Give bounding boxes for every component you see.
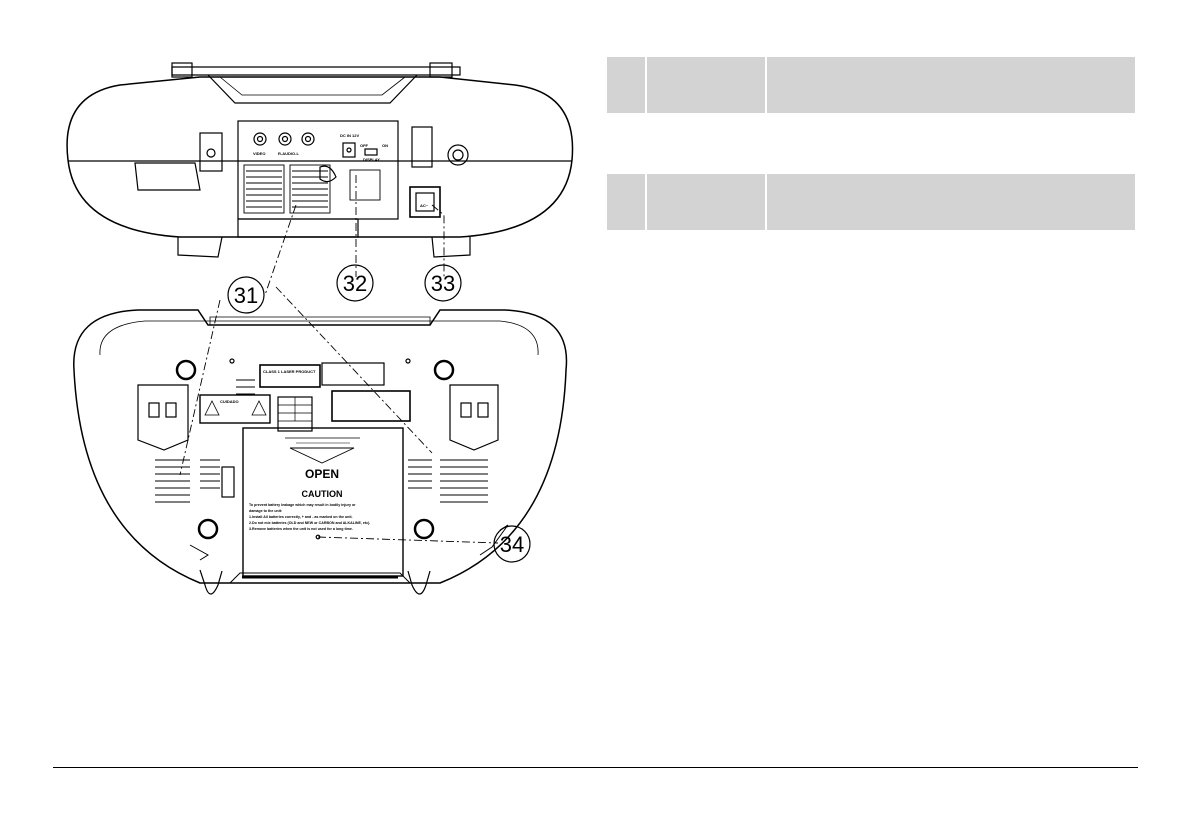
callout-33-circle (424, 264, 462, 302)
callout-31-circle (227, 276, 265, 314)
callout-34: 34 (500, 532, 524, 557)
table-2-name-cell (647, 174, 767, 230)
description-table-2 (607, 174, 1135, 230)
bottom-view (73, 309, 568, 595)
ac-label: AC~ (420, 203, 429, 208)
description-table-1 (607, 57, 1135, 113)
callout-32-circle (336, 264, 374, 302)
callout-32: 32 (343, 271, 367, 296)
laser-label: CLASS 1 LASER PRODUCT (263, 369, 316, 374)
caution-label: CAUTION (302, 489, 343, 499)
warning-line-4: 2.Do not mix batteries (OLD and NEW or C… (249, 521, 370, 525)
dc-in-label: DC IN 12V (340, 133, 359, 138)
device-illustration: 31 32 33 34 VIDEO R-AUDIO-L DC IN 12V OF… (60, 55, 580, 605)
warning-line-5: 3.Remove batteries when the unit is not … (249, 527, 353, 531)
video-label: VIDEO (253, 151, 265, 156)
audio-label: R-AUDIO-L (278, 151, 299, 156)
display-label: DISPLAY (363, 157, 380, 162)
table-2-number-cell (607, 174, 647, 230)
callout-34-circle (493, 525, 531, 563)
callout-31: 31 (234, 283, 258, 308)
table-1-number-cell (607, 57, 647, 113)
table-1-name-cell (647, 57, 767, 113)
rear-view (66, 62, 574, 258)
warning-line-3: 1.Install All batteries correctly, + and… (249, 515, 353, 519)
table-1-description-cell (767, 57, 1135, 113)
cuidado-label: CUIDADO (220, 399, 239, 404)
footer-rule (53, 767, 1138, 768)
off-label: OFF (360, 143, 369, 148)
callout-leaders (179, 175, 499, 544)
warning-line-2: damage to the unit: (249, 509, 282, 513)
table-2-description-cell (767, 174, 1135, 230)
callout-33: 33 (431, 271, 455, 296)
warning-line-1: To prevent battery leakage which may res… (249, 503, 356, 507)
on-label: ON (382, 143, 388, 148)
open-label: OPEN (305, 467, 339, 481)
